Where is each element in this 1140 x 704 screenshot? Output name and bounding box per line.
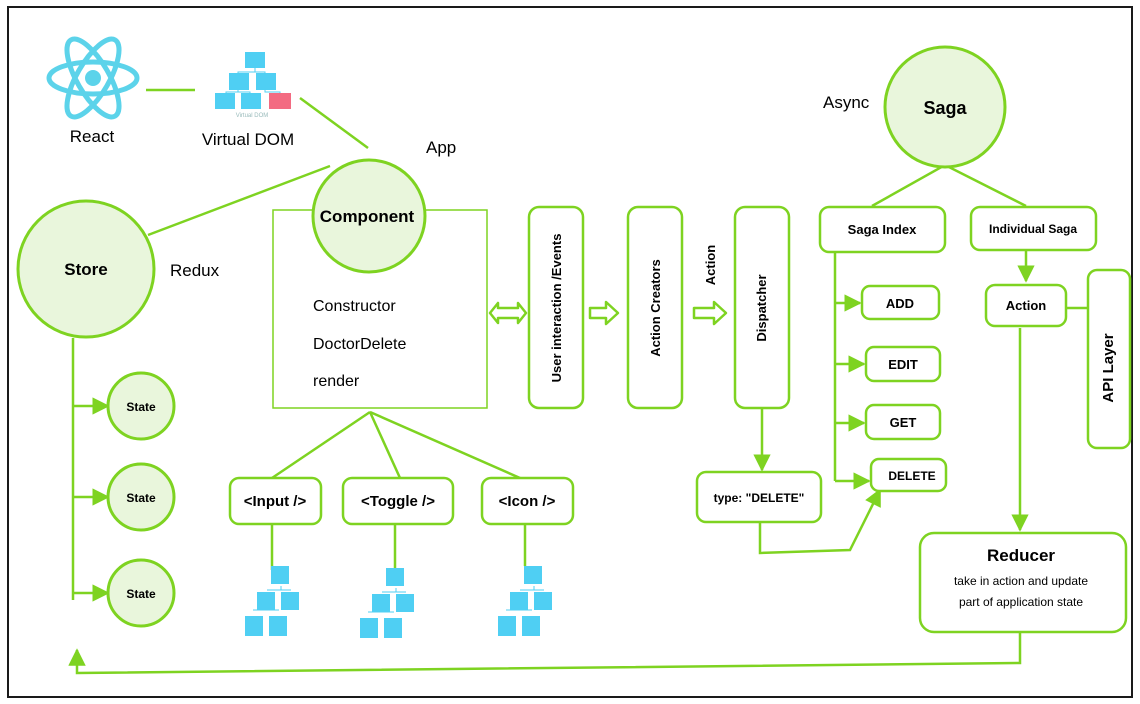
saga-edit-label: EDIT [888,357,918,372]
vdom-label: Virtual DOM [202,130,294,149]
saga-action-box[interactable] [984,283,1068,328]
toggle-node[interactable] [341,476,455,526]
saga-index-label: Saga Index [848,222,917,237]
dispatcher-box[interactable] [733,205,791,410]
state-circle-1[interactable] [106,371,176,441]
virtual-dom-tree-icon: Virtual DOM [215,52,291,119]
toggle-label: <Toggle /> [361,493,435,510]
toggle-dom-tree-icon [360,568,414,638]
reducer-box[interactable] [918,531,1128,634]
user-events-label: User interaction /Events [549,234,564,383]
component-circle[interactable] [311,158,427,274]
action-creators-dispatcher-arrow [692,300,728,326]
reducer-title: Reducer [987,546,1055,565]
individual-saga-box[interactable] [969,205,1098,252]
vdom-component-link [299,96,369,150]
store-circle[interactable] [16,199,156,339]
dispatcher-label: Dispatcher [754,274,769,341]
action-type-label: type: "DELETE" [714,491,805,505]
saga-split [871,163,1027,208]
saga-action-label: Action [1006,298,1047,313]
redux-label: Redux [170,261,220,280]
type-delete-link [758,488,882,555]
connectors [68,88,1088,675]
input-node[interactable] [228,476,323,526]
user-events-box[interactable] [527,205,585,410]
saga-add-box[interactable] [860,284,941,321]
state-label-2: State [126,491,156,505]
component-user-events-arrow [488,301,528,325]
store-title: Store [64,260,107,279]
action-creators-box[interactable] [626,205,684,410]
saga-index-box[interactable] [818,205,947,254]
method-doctor-delete: DoctorDelete [313,336,406,353]
api-layer-box[interactable] [1086,268,1132,450]
component-input-link [271,410,371,480]
individual-saga-label: Individual Saga [989,222,1077,236]
saga-add-label: ADD [886,296,914,311]
async-label: Async [823,93,870,112]
state-label-1: State [126,400,156,414]
reducer-line-1: take in action and update [954,574,1088,588]
saga-circle[interactable] [883,45,1007,169]
api-layer-label: API Layer [1100,333,1117,402]
action-type-box[interactable] [695,470,823,524]
component-toggle-link [368,411,402,479]
input-dom-tree-icon [245,566,299,636]
react-label: React [70,127,115,146]
reducer-store-feedback [68,633,1022,675]
app-label: App [426,138,456,157]
icon-node[interactable] [480,476,575,526]
flow-arrows [488,300,728,326]
reducer-line-2: part of application state [959,595,1083,609]
store-component-link [147,164,331,237]
icon-dom-tree-icon [498,566,552,636]
user-events-action-creators-arrow [588,300,620,326]
saga-get-box[interactable] [864,403,942,441]
saga-get-label: GET [890,415,917,430]
saga-title: Saga [923,98,967,118]
state-circle-3[interactable] [106,558,176,628]
input-label: <Input /> [244,493,307,510]
action-label: Action [703,245,718,286]
component-icon-link [369,410,521,480]
state-circle-2[interactable] [106,462,176,532]
state-label-3: State [126,587,156,601]
vdom-caption: Virtual DOM [236,113,269,119]
method-render: render [313,373,360,390]
icon-label: <Icon /> [499,493,556,510]
saga-delete-label: DELETE [888,469,935,483]
action-creators-label: Action Creators [648,259,663,357]
component-title: Component [320,207,415,226]
react-atom-icon [46,36,140,120]
method-constructor: Constructor [313,298,396,315]
diagram-frame [7,6,1133,698]
saga-delete-box[interactable] [869,457,948,493]
saga-edit-box[interactable] [864,345,942,383]
